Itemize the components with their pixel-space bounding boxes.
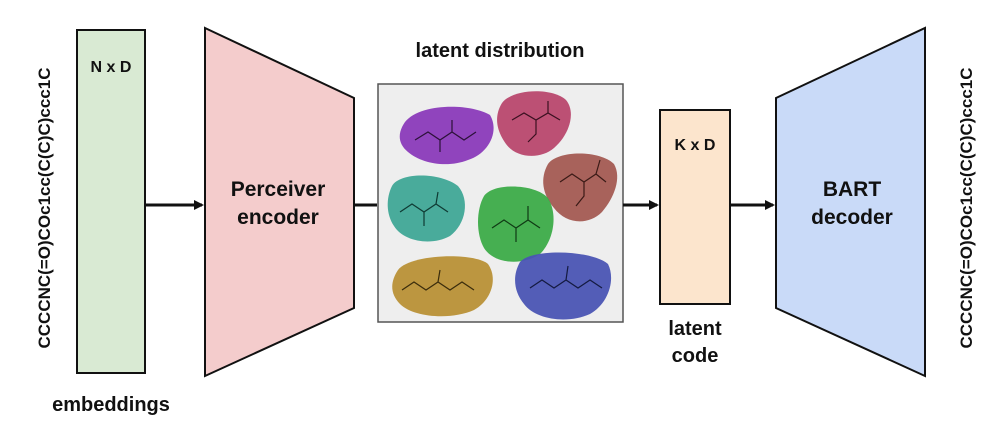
latent-distribution-title: latent distribution [416, 40, 585, 62]
decoder-label-line1: BART [823, 178, 881, 201]
latent-blob-blue [515, 252, 612, 320]
latent-code-caption-line1: latent [668, 318, 722, 340]
encoder-label-line2: encoder [237, 206, 319, 229]
output-smiles-label: CCCCNC(=O)COc1cc(C(C)C)ccc1C [957, 67, 976, 348]
decoder-block [775, 26, 926, 378]
latent-blob-gold [392, 256, 493, 317]
latent-blob-purple [399, 106, 494, 165]
embeddings-caption: embeddings [52, 394, 170, 416]
embeddings-dim-label: N x D [91, 59, 132, 76]
latent-code-block [659, 109, 731, 305]
latent-blob-green [478, 186, 554, 262]
input-smiles-label: CCCCNC(=O)COc1cc(C(C)C)ccc1C [35, 67, 54, 348]
latent-blob-teal [387, 175, 465, 242]
latent-blob-magenta [497, 91, 571, 156]
encoder-block [204, 26, 355, 378]
latent-code-caption-line2: code [672, 345, 719, 367]
embeddings-block [76, 29, 146, 374]
latent-blob-brown [543, 153, 618, 222]
latent-code-dim-label: K x D [675, 137, 716, 154]
decoder-label-line2: decoder [811, 206, 893, 229]
encoder-label-line1: Perceiver [231, 178, 326, 201]
